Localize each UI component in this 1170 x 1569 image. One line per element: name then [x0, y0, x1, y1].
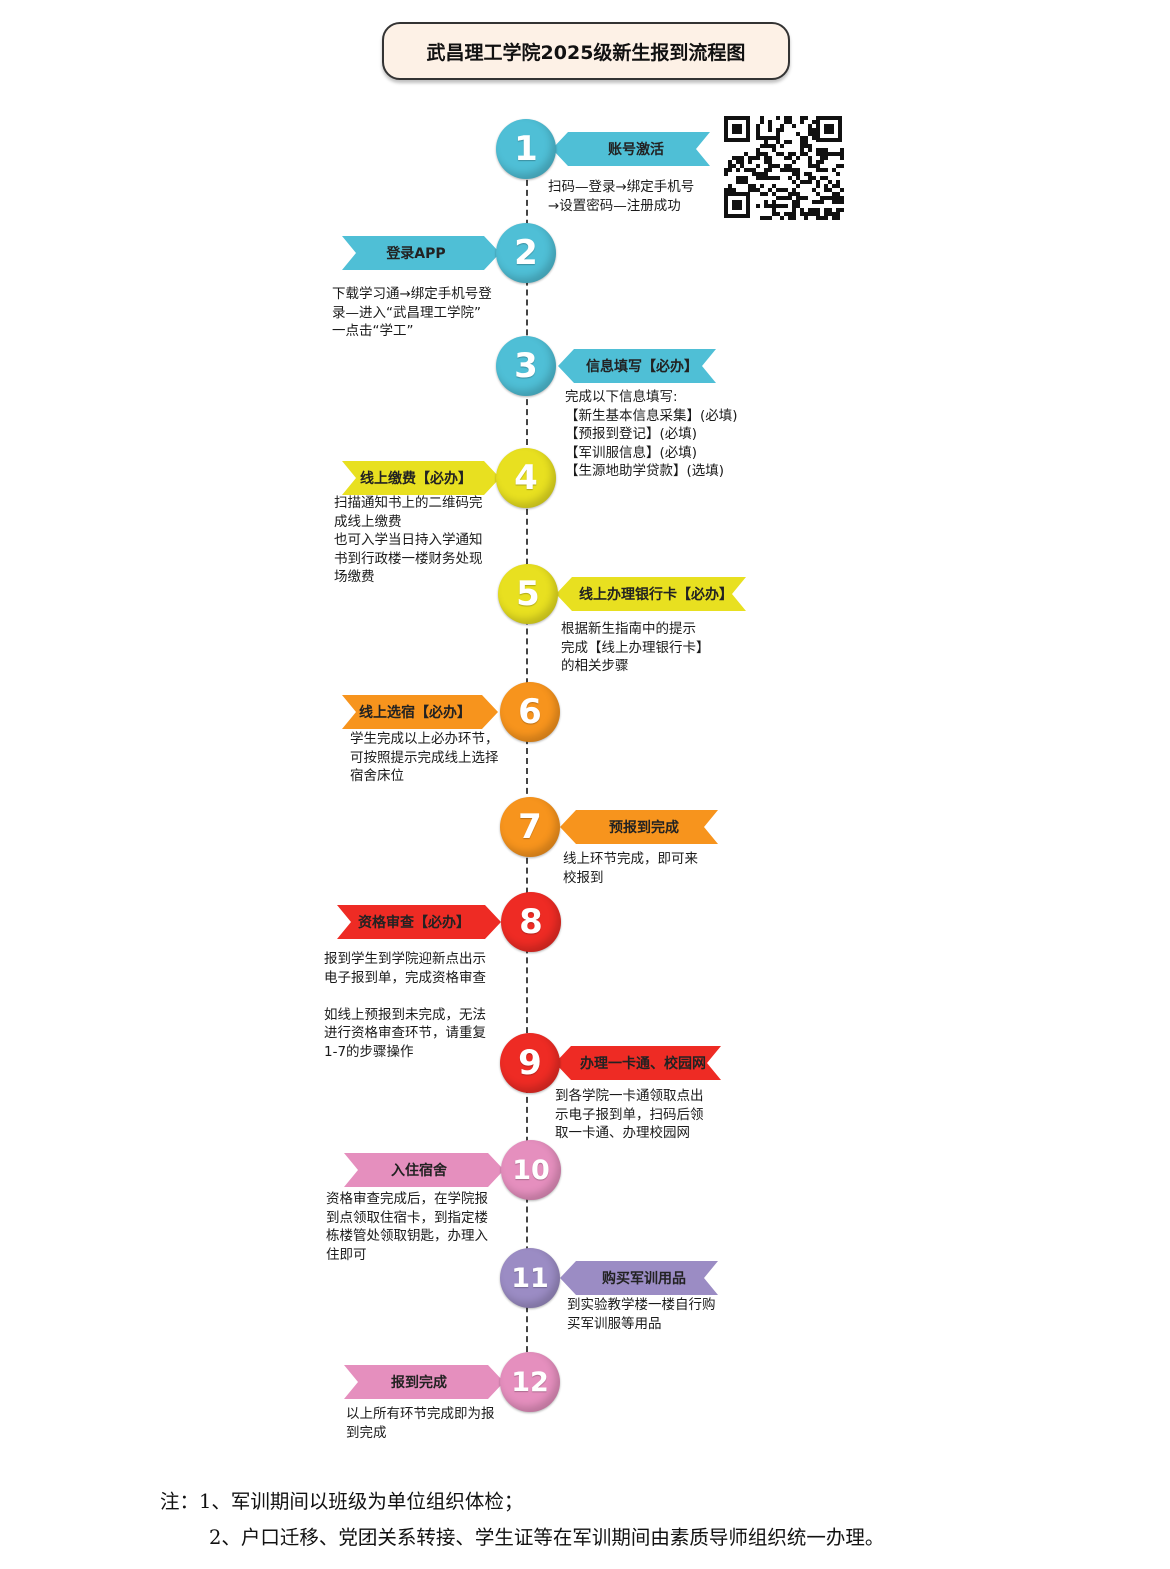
step-5-description: 根据新生指南中的提示 完成【线上办理银行卡】 的相关步骤 — [561, 621, 710, 674]
step-5-label: 线上办理银行卡【必办】 — [556, 577, 746, 611]
step-6-label: 线上选宿【必办】 — [342, 695, 498, 729]
page-title: 武昌理工学院2025级新生报到流程图 — [382, 22, 790, 80]
timeline-axis — [526, 150, 528, 1382]
step-6-description: 学生完成以上必办环节， 可按照提示完成线上选择 宿舍床位 — [350, 731, 499, 784]
step-11-label: 购买军训用品 — [560, 1261, 718, 1295]
step-4-number: 4 — [496, 448, 556, 508]
step-4-label: 线上缴费【必办】 — [342, 461, 500, 495]
step-6-number: 6 — [500, 682, 560, 742]
step-8-label: 资格审查【必办】 — [337, 905, 501, 939]
note-line-1: 注：1、军训期间以班级为单位组织体检； — [160, 1490, 524, 1513]
notes: 注：1、军训期间以班级为单位组织体检； 2、户口迁移、党团关系转接、学生证等在军… — [160, 1484, 884, 1556]
step-10-number: 10 — [501, 1140, 561, 1200]
step-12-label: 报到完成 — [344, 1365, 504, 1399]
step-7-description: 线上环节完成，即可来 校报到 — [563, 851, 698, 886]
qr-code-icon — [722, 114, 844, 220]
step-10-label: 入住宿舍 — [344, 1153, 504, 1187]
step-7-number: 7 — [500, 797, 560, 857]
note-line-2: 2、户口迁移、党团关系转接、学生证等在军训期间由素质导师组织统一办理。 — [209, 1526, 885, 1549]
step-2-number: 2 — [496, 223, 556, 283]
step-2-description: 下载学习通→绑定手机号登 录—进入“武昌理工学院” 一点击“学工” — [332, 286, 492, 339]
step-11-description: 到实验教学楼一楼自行购 买军训服等用品 — [567, 1297, 716, 1332]
step-11-number: 11 — [500, 1248, 560, 1308]
step-7-label: 预报到完成 — [560, 810, 718, 844]
step-10-description: 资格审查完成后，在学院报 到点领取住宿卡，到指定楼 栋楼管处领取钥匙，办理入 住… — [326, 1191, 488, 1263]
step-9-description: 到各学院一卡通领取点出 示电子报到单，扫码后领 取一卡通、办理校园网 — [555, 1088, 704, 1141]
step-5-number: 5 — [498, 564, 558, 624]
step-12-number: 12 — [500, 1352, 560, 1412]
step-9-label: 办理一卡通、校园网 — [555, 1046, 721, 1080]
step-9-number: 9 — [500, 1033, 560, 1093]
step-1-label: 账号激活 — [552, 132, 710, 166]
step-12-description: 以上所有环节完成即为报 到完成 — [346, 1406, 495, 1441]
step-3-description: 完成以下信息填写: 【新生基本信息采集】(必填) 【预报到登记】(必填) 【军训… — [565, 389, 738, 479]
step-1-description: 扫码—登录→绑定手机号 →设置密码—注册成功 — [548, 179, 695, 214]
step-3-number: 3 — [496, 336, 556, 396]
step-4-description: 扫描通知书上的二维码完 成线上缴费 也可入学当日持入学通知 书到行政楼一楼财务处… — [334, 495, 483, 585]
step-1-number: 1 — [496, 119, 556, 179]
step-3-label: 信息填写【必办】 — [558, 349, 716, 383]
step-2-label: 登录APP — [342, 236, 500, 270]
step-8-description: 报到学生到学院迎新点出示 电子报到单，完成资格审查 如线上预报到未完成，无法 进… — [324, 951, 486, 1060]
step-8-number: 8 — [501, 892, 561, 952]
